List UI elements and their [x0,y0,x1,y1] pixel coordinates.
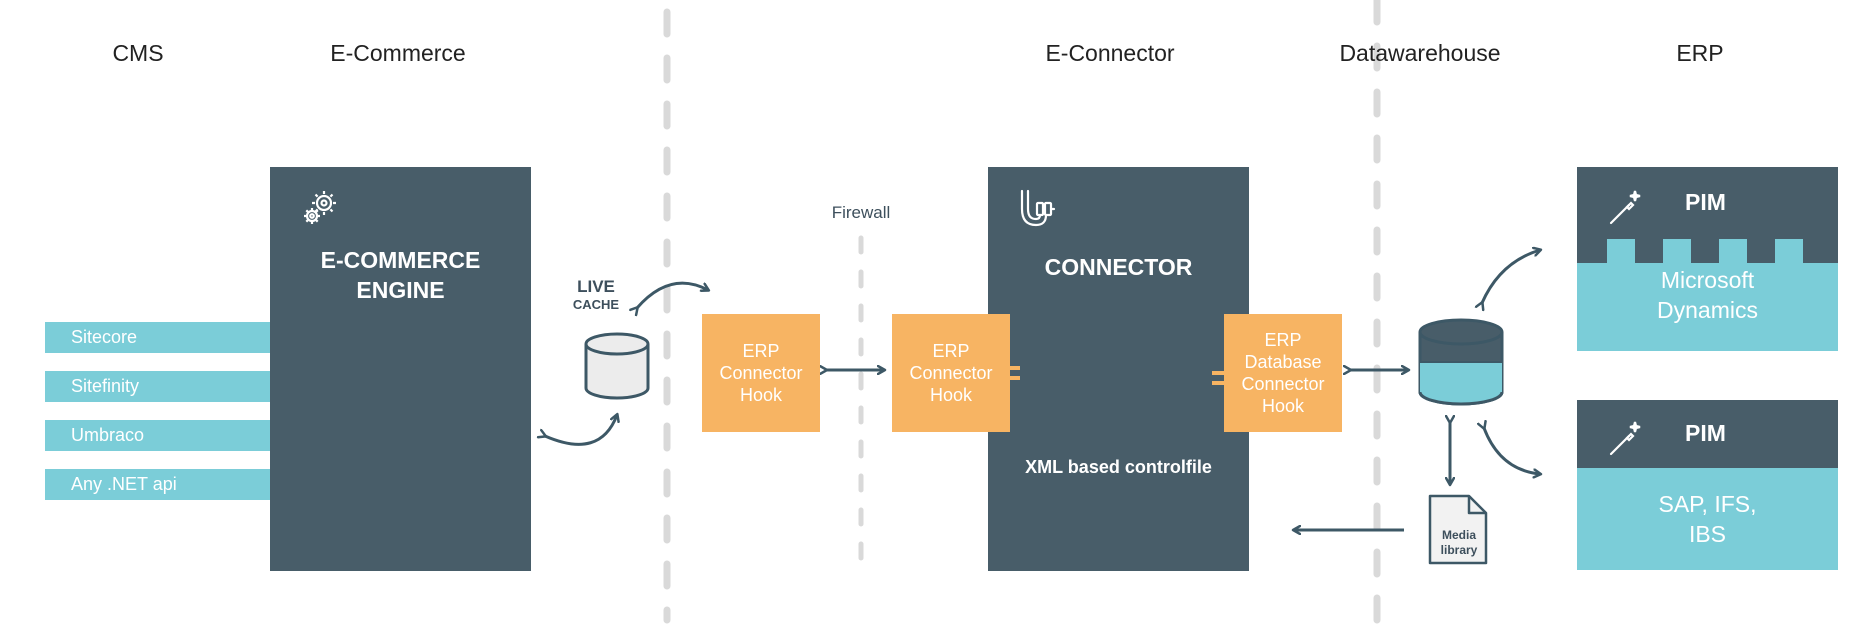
media-library-line1: Media [1441,528,1476,542]
cables-icon [1020,189,1056,227]
cms-item-sitefinity[interactable]: Sitefinity [45,371,281,402]
db-hook-line3: Connector [1241,374,1325,394]
column-header-cms: CMS [112,40,164,66]
connector-subtitle: XML based controlfile [1025,457,1212,477]
ecommerce-engine-title: E-COMMERCE ENGINE [270,245,531,305]
db-hook-pin [1212,381,1224,385]
pim-top-arrow [1482,250,1540,303]
column-header-econnector: E-Connector [1045,40,1175,66]
db-hook-pin [1212,371,1224,375]
pim-bottom-line2: IBS [1688,521,1727,547]
cms-item-umbraco[interactable]: Umbraco [45,420,281,451]
media-library-line2: library [1440,543,1478,557]
cms-item-any-net-api[interactable]: Any .NET api [45,469,281,500]
connector-title: CONNECTOR [1044,254,1193,280]
erp-connector-hook-right[interactable]: ERP Connector Hook [892,314,1010,432]
live-cache-line1: LIVE [577,277,615,296]
db-hook-line2: Database [1244,352,1322,372]
cache-cylinder [584,332,650,400]
cache-arrow-bottom [545,415,617,446]
live-cache-line2: CACHE [572,297,620,312]
db-hook-line4: Hook [1261,396,1305,416]
erp-database-connector-hook[interactable]: ERP Database Connector Hook [1224,314,1342,432]
hook-right-line1: ERP [932,341,970,361]
media-library-label: Media library [1432,528,1486,558]
pim-top-line2: Dynamics [1657,297,1758,323]
hook-right-line3: Hook [929,385,973,405]
connector-panel: CONNECTOR XML based controlfile [988,167,1249,571]
erp-connector-hook-left[interactable]: ERP Connector Hook [702,314,820,432]
live-cache-label: LIVE CACHE [556,277,636,313]
column-header-datawarehouse: Datawarehouse [1339,40,1501,66]
pim-top-body: Microsoft Dynamics [1577,239,1838,351]
pim-top-label: PIM [1685,189,1726,215]
pim-top-header: PIM [1577,167,1838,239]
document-icon [1428,494,1488,565]
hook-pin [1010,376,1020,380]
hook-left-line1: ERP [742,341,780,361]
ecommerce-engine-line1: E-COMMERCE [320,247,481,273]
column-header-erp: ERP [1676,40,1724,66]
pim-bottom-arrow [1484,428,1540,474]
hook-left-line3: Hook [739,385,783,405]
pim-top-line1: Microsoft [1660,267,1755,293]
magic-wand-icon [1609,421,1641,456]
ecommerce-engine-panel: E-COMMERCE ENGINE [270,167,531,571]
cache-arrow-top [637,281,708,308]
pim-bottom-line1: SAP, IFS, [1658,491,1757,517]
hook-right-line2: Connector [909,363,993,383]
column-header-ecommerce: E-Commerce [330,40,466,66]
hook-pin [1010,366,1020,370]
hook-left-line2: Connector [719,363,803,383]
db-hook-line1: ERP [1264,330,1302,350]
pim-bottom-header: PIM [1577,400,1838,472]
pim-top-notch [1577,239,1838,263]
firewall-label: Firewall [831,203,891,222]
cms-item-sitecore[interactable]: Sitecore [45,322,281,353]
pim-bottom-body: SAP, IFS, IBS [1577,468,1838,570]
database-cylinder [1418,318,1504,406]
pim-bottom-label: PIM [1685,420,1726,446]
gears-icon [304,191,336,224]
magic-wand-icon [1609,190,1641,225]
ecommerce-engine-line2: ENGINE [356,277,445,303]
